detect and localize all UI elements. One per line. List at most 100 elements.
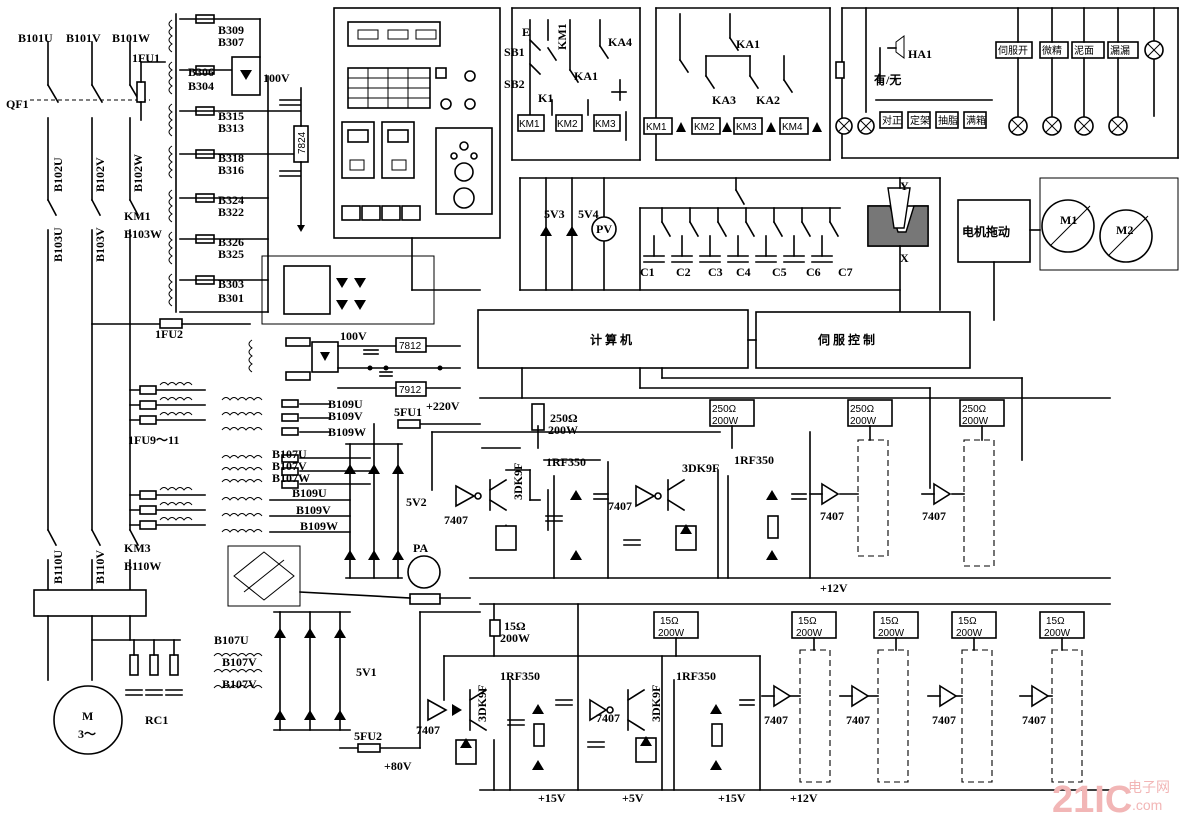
- dc-supply-section: [248, 255, 461, 397]
- label-ka4: KA4: [608, 35, 632, 49]
- label-250-4: 250Ω: [962, 404, 987, 415]
- label-km1-top: KM1: [555, 23, 569, 50]
- label-b325: B325: [218, 247, 244, 261]
- label-b107v: B107V: [272, 459, 307, 473]
- label-b102w: B102W: [131, 154, 145, 192]
- label-c4: C4: [736, 265, 751, 279]
- upper-driver-row: [431, 397, 1111, 579]
- label-sb1: SB1: [504, 45, 525, 59]
- label-12v-mid: +12V: [820, 581, 848, 595]
- label-m2: M2: [1116, 223, 1133, 237]
- label-200w-4: 200W: [962, 416, 989, 427]
- lamp-icon: [1042, 116, 1062, 136]
- label-b101w: B101W: [112, 31, 150, 45]
- label-c6: C6: [806, 265, 821, 279]
- label-200w-3: 200W: [850, 416, 877, 427]
- label-b322: B322: [218, 205, 244, 219]
- label-15-6: 15Ω: [1046, 616, 1065, 627]
- label-ka3: KA3: [712, 93, 736, 107]
- label-5v3: 5V3: [544, 207, 565, 221]
- label-b109u-2: B109U: [292, 486, 327, 500]
- main-motor: [53, 685, 123, 755]
- label-3dk9f-1: 3DK9F: [511, 463, 525, 500]
- label-15v-a: +15V: [538, 791, 566, 805]
- label-c1: C1: [640, 265, 655, 279]
- label-c5: C5: [772, 265, 787, 279]
- label-b109v: B109V: [328, 409, 363, 423]
- label-c2: C2: [676, 265, 691, 279]
- label-you-wu: 有/无: [874, 72, 901, 87]
- label-km1-coil2: KM1: [646, 122, 667, 133]
- label-5fu2: 5FU2: [354, 729, 382, 743]
- label-15-2: 15Ω: [660, 616, 679, 627]
- label-km2-coil2: KM2: [694, 122, 715, 133]
- label-15v-b: +15V: [718, 791, 746, 805]
- label-5v4: 5V4: [578, 207, 599, 221]
- label-1rf350-2: 1RF350: [734, 453, 774, 467]
- label-5fu1: 5FU1: [394, 405, 422, 419]
- label-1fu2: 1FU2: [155, 327, 183, 341]
- watermark-cn: 电子网: [1128, 779, 1170, 795]
- lamp-icon: [1008, 116, 1028, 136]
- lamp-icon: [1074, 116, 1094, 136]
- label-km1: KM1: [124, 209, 151, 223]
- label-lamp-servo: 伺服开: [998, 44, 1028, 57]
- label-15-3: 15Ω: [798, 616, 817, 627]
- label-7912: 7912: [399, 385, 422, 396]
- label-7824: 7824: [297, 131, 308, 154]
- label-5v: +5V: [622, 791, 644, 805]
- lamp-icon: [1108, 116, 1128, 136]
- lamp-icons: [835, 40, 1164, 136]
- label-5v2: 5V2: [406, 495, 427, 509]
- label-x: X: [900, 251, 909, 265]
- label-b306: B306: [188, 65, 214, 79]
- label-km4-coil: KM4: [782, 122, 803, 133]
- label-200w-2: 200W: [712, 416, 739, 427]
- label-7407-8: 7407: [846, 713, 870, 727]
- label-b102u: B102U: [51, 157, 65, 192]
- label-b102v: B102V: [93, 157, 107, 192]
- label-200w-l3: 200W: [796, 628, 823, 639]
- label-b316: B316: [218, 163, 244, 177]
- lamp-icon: [835, 117, 853, 135]
- label-b326: B326: [218, 235, 244, 249]
- label-7407-5: 7407: [416, 723, 440, 737]
- label-pa: PA: [413, 541, 428, 555]
- label-servo: 伺 服 控 制: [817, 332, 875, 347]
- label-b101v: B101V: [66, 31, 101, 45]
- label-b107u-2: B107U: [214, 633, 249, 647]
- label-15-1: 15Ω: [504, 619, 526, 633]
- label-c3: C3: [708, 265, 723, 279]
- label-b315: B315: [218, 109, 244, 123]
- label-7407-6: 7407: [596, 711, 620, 725]
- label-km1-coil: KM1: [519, 119, 540, 130]
- label-100v-top: 100V: [263, 71, 290, 85]
- label-pv: PV: [596, 222, 612, 236]
- watermark-domain: .com: [1132, 797, 1162, 813]
- label-b303: B303: [218, 277, 244, 291]
- label-lamp-tank: 满箱: [966, 114, 986, 127]
- label-1rf350-4: 1RF350: [676, 669, 716, 683]
- indicator-section: [835, 7, 1179, 159]
- label-b301: B301: [218, 291, 244, 305]
- control-blocks: [477, 309, 1023, 489]
- label-m1: M1: [1060, 213, 1077, 227]
- label-5v1: 5V1: [356, 665, 377, 679]
- label-3dk9f-4: 3DK9F: [649, 685, 663, 722]
- label-250-2: 250Ω: [712, 404, 737, 415]
- capacitor-bank: [519, 177, 941, 321]
- label-7407-2: 7407: [608, 499, 632, 513]
- label-1rf350-1: 1RF350: [546, 455, 586, 469]
- label-b110v: B110V: [93, 550, 107, 584]
- relay-logic: [511, 7, 831, 161]
- label-200w-l2: 200W: [658, 628, 685, 639]
- label-200w-l4: 200W: [878, 628, 905, 639]
- label-computer: 计 算 机: [590, 332, 632, 347]
- main-power-section: [30, 41, 251, 755]
- label-b313: B313: [218, 121, 244, 135]
- label-7407-3: 7407: [820, 509, 844, 523]
- label-b107v-2: B107V: [222, 655, 257, 669]
- rectifier-section: [213, 397, 481, 753]
- label-b109w: B109W: [328, 425, 366, 439]
- motor-drive: [957, 177, 1179, 321]
